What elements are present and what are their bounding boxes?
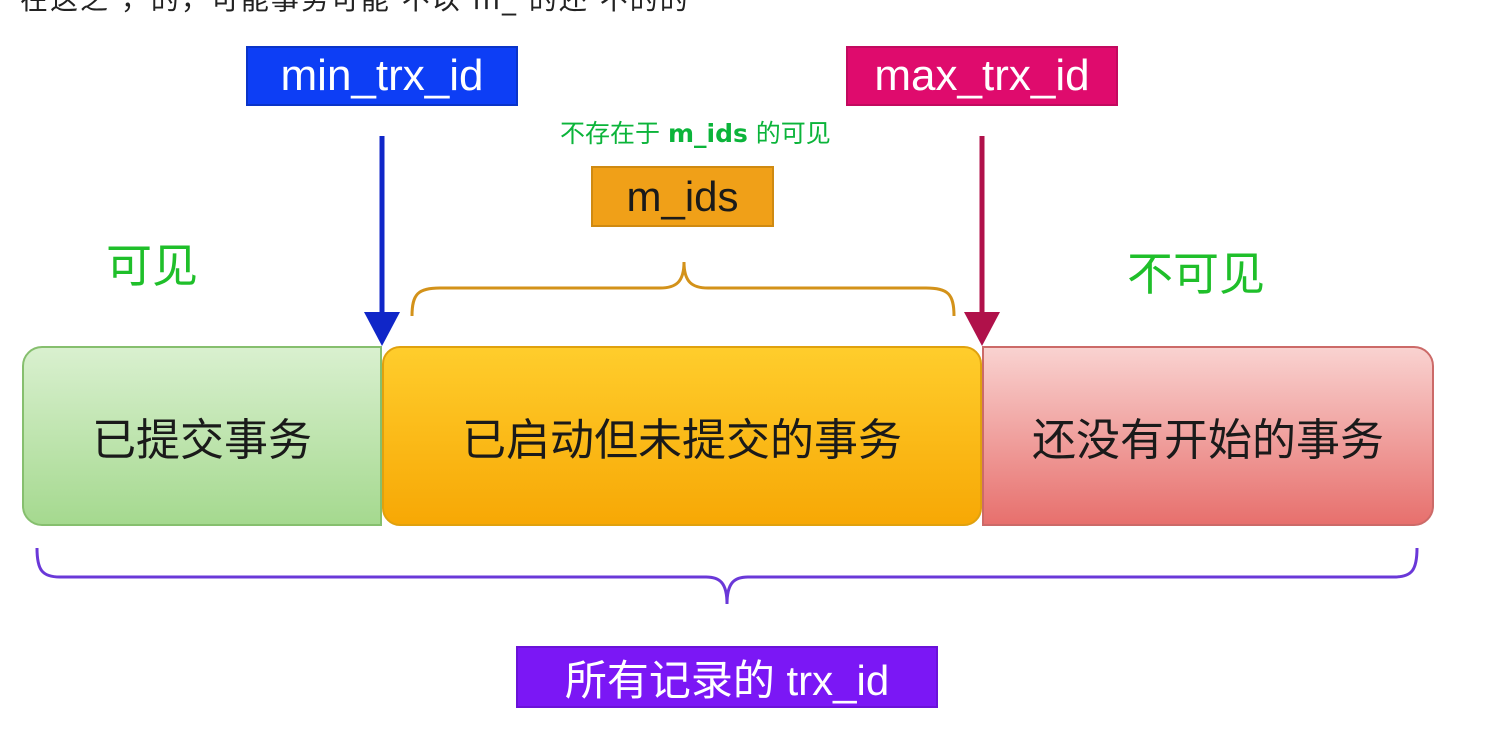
max-trx-id-tag: max_trx_id [846,46,1118,106]
committed-transactions-box: 已提交事务 [22,346,382,526]
not-started-transactions-box: 还没有开始的事务 [982,346,1434,526]
m-ids-brace [410,261,956,317]
m-ids-note: 不存在于 m_ids 的可见 [560,114,831,150]
m-ids-note-prefix: 不存在于 [560,119,668,148]
max-trx-id-arrow [964,136,1000,346]
m-ids-note-bold: m_ids [667,119,748,148]
active-transactions-box: 已启动但未提交的事务 [382,346,982,526]
invisible-label: 不可见 [1127,247,1265,301]
min-trx-id-arrow [364,136,400,346]
all-records-trx-id-tag: 所有记录的 trx_id [516,646,938,708]
min-trx-id-tag: min_trx_id [246,46,518,106]
m-ids-tag: m_ids [591,166,774,227]
m-ids-note-suffix: 的可见 [747,119,831,148]
visible-label: 可见 [106,239,198,293]
cropped-top-text: 在这之 ，的，可能事务可能 不以 m_ 的还 不的的 [20,0,690,18]
all-records-brace [35,547,1419,605]
